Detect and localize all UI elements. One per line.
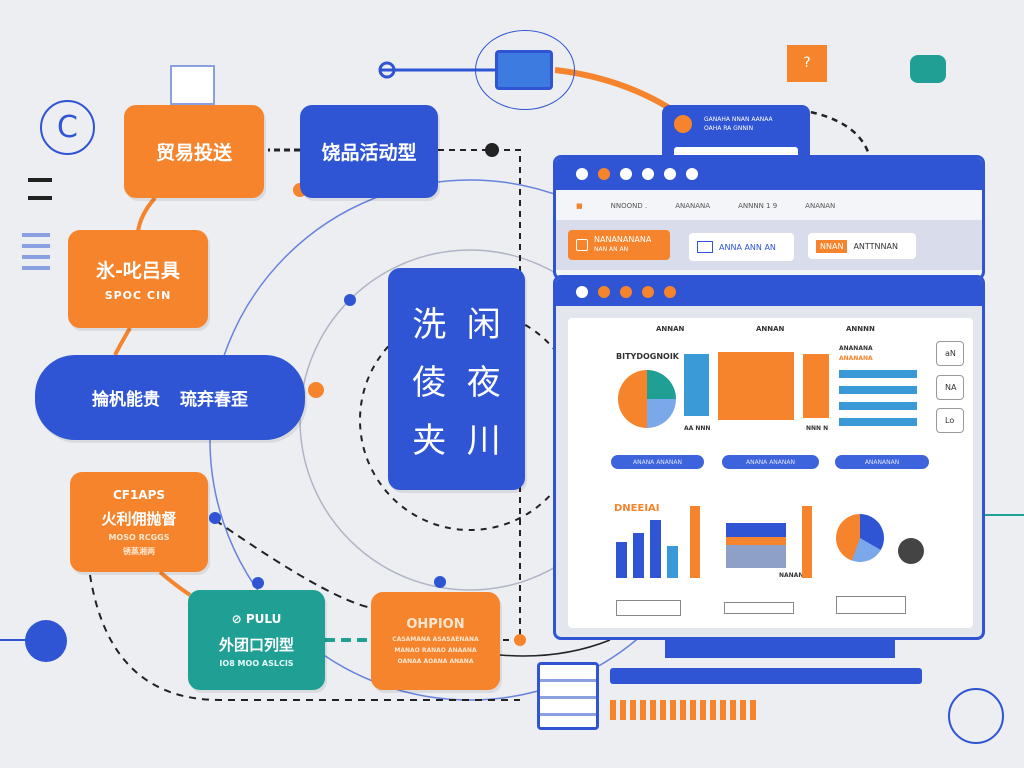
node-title: 贸易投送: [155, 142, 232, 164]
side-button[interactable]: aN: [936, 341, 964, 366]
list-lines-icon: [22, 233, 50, 273]
bar: [667, 546, 678, 578]
node-title: 火利佣抛督: [101, 509, 177, 528]
side-button[interactable]: Lo: [936, 408, 964, 433]
phone-icon: [576, 239, 588, 251]
dashboard-window-main: ANNAN ANNAN ANNNN BITYDOGNOIK AA NNN NNN…: [553, 275, 985, 640]
building-icon: [726, 523, 786, 568]
card-label: ANNA ANN AN: [719, 242, 776, 252]
menu-lines-icon: [28, 178, 52, 200]
node-subtitle: IO8 MOO ASLCIS: [219, 659, 294, 668]
node-product[interactable]: 饶品活动型: [300, 105, 438, 198]
nav-item[interactable]: ANANAN: [805, 202, 836, 210]
donut-chart: [836, 514, 884, 562]
node-option[interactable]: OHPION CASAMANA ASASAENANA MANAO RANAO ANA…: [371, 592, 500, 690]
node-trade[interactable]: 贸易投送: [124, 105, 264, 198]
dashboard-window-top: ■ NNOOND . ANANANA ANNNN 1 9 ANANAN NANA…: [553, 155, 985, 280]
node-title: 氷-叱吕具: [96, 260, 180, 282]
window-titlebar: [556, 278, 982, 306]
calendar-icon[interactable]: [948, 688, 1004, 744]
center-char: 川: [466, 420, 501, 461]
summary-card[interactable]: ANNA ANN AN: [689, 233, 794, 261]
node-center[interactable]: 洗闲 倰夜 夹川: [388, 268, 525, 490]
list-label: ANANANA: [839, 345, 873, 352]
center-char: 倰: [412, 362, 447, 403]
monitor-stand: [665, 640, 895, 658]
pill-left-label: 掄杋能贵: [92, 390, 160, 410]
center-char: 洗: [412, 304, 447, 345]
chat-icon: [910, 55, 946, 83]
window-titlebar: [556, 158, 982, 190]
panel-header: ANNAN: [656, 325, 685, 333]
panel-header: ANNAN: [756, 325, 785, 333]
node-header: CF1APS: [112, 487, 166, 502]
bar: [616, 542, 627, 578]
card-label: NNAN: [816, 239, 848, 253]
action-button[interactable]: ANANA ANANAN: [722, 455, 819, 469]
bar-orange: [803, 354, 829, 418]
summary-card[interactable]: NANANANANA NAN AN AN: [568, 230, 670, 260]
tab-line: GANAHA NNAN AANAA: [704, 116, 773, 123]
bar-caption: NNN N: [806, 425, 829, 432]
node-header: OHPION: [406, 617, 465, 632]
center-char: 夹: [412, 420, 447, 461]
node-tools[interactable]: 氷-叱吕具 SPOC CIN: [68, 230, 208, 328]
tab-line: OAHA RA GNNIN: [704, 125, 754, 132]
orange-square-icon: ?: [787, 45, 827, 82]
chart-title: BITYDOGNOIK: [616, 352, 680, 361]
node-title: 外团口列型: [218, 636, 294, 654]
tab-icon: [674, 115, 692, 133]
ring-icon: [475, 30, 575, 110]
node-title: 饶品活动型: [321, 142, 417, 164]
node-caps[interactable]: CF1APS 火利佣抛督 MOSO RCGGS 锈蒸湘两: [70, 472, 208, 572]
bar-caption: AA NNN: [684, 425, 711, 432]
side-button[interactable]: NA: [936, 375, 964, 400]
pie-chart: [618, 370, 676, 428]
document-icon: [537, 662, 599, 730]
summary-card[interactable]: NNAN ANTTNNAN: [808, 233, 916, 259]
card-label: NANANANANA: [594, 235, 652, 244]
node-pill[interactable]: 掄杋能贵琉弃春歪: [35, 355, 305, 440]
action-button[interactable]: ANANA ANANAN: [611, 455, 704, 469]
bar-orange-tall: [802, 506, 812, 578]
bar: [650, 520, 661, 578]
node-line: 锈蒸湘两: [123, 546, 155, 556]
node-header: ⊘ PULU: [231, 612, 282, 626]
card-sub: ANTTNNAN: [853, 241, 898, 251]
device-icon: [495, 50, 553, 90]
copyright-icon: C: [40, 100, 95, 155]
nav-bar: ■ NNOOND . ANANANA ANNNN 1 9 ANANAN: [576, 202, 836, 210]
node-line: MANAO RANAO ANAANA: [394, 647, 477, 654]
node-subtitle: SPOC CIN: [104, 289, 172, 302]
list-sub: ANANANA: [839, 355, 873, 362]
center-char: 夜: [466, 362, 501, 403]
action-button[interactable]: ANANANAN: [835, 455, 929, 469]
nav-item[interactable]: NNOOND .: [610, 202, 648, 210]
document-stack-icon: [170, 65, 215, 105]
chart-caption: NANAN: [779, 572, 804, 579]
bar-orange-tall: [690, 506, 700, 578]
bar-blue: [684, 354, 709, 416]
bar-chart: [616, 518, 678, 578]
node-line: MOSO RCGGS: [108, 532, 170, 542]
horizontal-bars: [839, 370, 917, 430]
orange-dashes: [610, 700, 760, 720]
panel-header: ANNNN: [846, 325, 875, 333]
node-line: CASAMANA ASASAENANA: [392, 636, 479, 643]
pill-right-label: 琉弃春歪: [180, 390, 248, 410]
center-char: 闲: [466, 304, 501, 345]
medal-icon: [898, 538, 924, 564]
card-sub: NAN AN AN: [594, 246, 629, 253]
node-pulu[interactable]: ⊘ PULU 外团口列型 IO8 MOO ASLCIS: [188, 590, 325, 690]
monitor-base: [610, 668, 922, 684]
nav-item[interactable]: ANANANA: [675, 202, 711, 210]
bar: [633, 533, 644, 578]
orange-list-block: [718, 352, 794, 420]
chart-title: DNEEIAI: [614, 503, 660, 514]
nav-item[interactable]: ANNNN 1 9: [738, 202, 778, 210]
globe-icon: [25, 620, 67, 662]
node-line: OANAA AOANA ANANA: [397, 658, 474, 665]
